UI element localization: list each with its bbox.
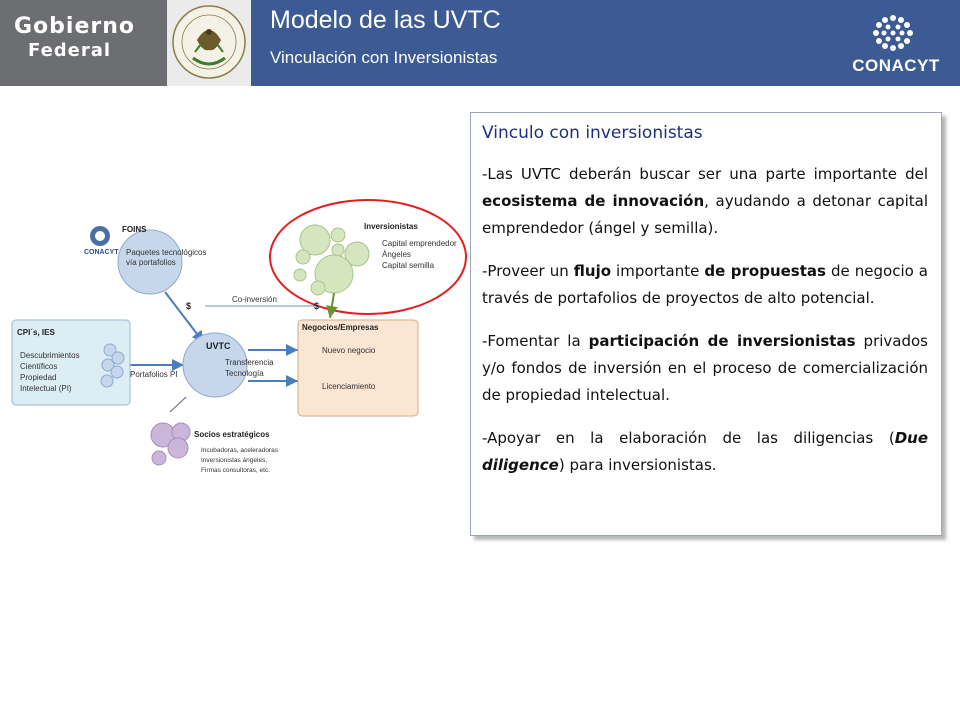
business-item-licensing: Licenciamiento [322, 382, 376, 391]
dollar-label-1: $ [186, 301, 191, 311]
uvtc-line1: Transferencia [225, 358, 274, 367]
foins-title: FOINS [122, 225, 147, 234]
business-title: Negocios/Empresas [302, 323, 379, 332]
conacyt-logo-icon [873, 15, 913, 51]
coinversion-label: Co-inversión [232, 295, 277, 304]
investors-to-business-arrow [325, 292, 338, 319]
uvtc-line2: Tecnología [225, 369, 264, 378]
partners-line3: Firmas consultoras, etc. [201, 467, 270, 474]
cpi-line4: Intelectual (PI) [20, 384, 72, 393]
cpi-title: CPI´s, IES [17, 328, 55, 337]
gobierno-federal-logo: Gobierno Federal [0, 0, 167, 86]
uvtc-model-diagram: CONACYT FOINS Paquetes tecnológicos vía … [11, 199, 467, 474]
cpi-bubbles [100, 343, 125, 388]
partners-line1: Incubadoras, aceleradoras [201, 447, 279, 454]
uvtc-title: UVTC [206, 341, 231, 351]
conacyt-small-label: CONACYT [84, 249, 119, 256]
header-bar: Gobierno Federal Modelo de las UVTC Vinc… [0, 0, 960, 86]
investors-line2: Ángeles [382, 250, 411, 259]
cpi-line3: Propiedad [20, 373, 56, 382]
foins-line1: Paquetes tecnológicos [126, 248, 207, 257]
page-title: Modelo de las UVTC [270, 6, 501, 34]
investors-title: Inversionistas [364, 222, 418, 231]
partners-title: Socios estratégicos [194, 430, 270, 439]
paragraph-flow: -Proveer un flujo importante de propuest… [482, 262, 928, 307]
partners-line2: Inversionistas ángeles, [201, 457, 267, 464]
investor-text-box: Vinculo con inversionistas -Las UVTC deb… [470, 112, 942, 536]
business-box [297, 319, 419, 417]
dollar-label-2: $ [314, 301, 319, 311]
conacyt-label: CONACYT [852, 56, 940, 75]
cpi-line1: Descubrimientos [20, 351, 80, 360]
investor-bubbles [293, 224, 370, 296]
paragraph-participation: -Fomentar la participación de inversioni… [482, 332, 928, 404]
cpi-box [11, 319, 131, 406]
conacyt-small-icon [90, 226, 110, 246]
business-item-new: Nuevo negocio [322, 346, 376, 355]
foins-to-uvtc-arrow [164, 291, 205, 344]
textbox-title: Vinculo con inversionistas [482, 123, 703, 143]
federal-label: Federal [28, 40, 112, 61]
cpi-line2: Científicos [20, 362, 57, 371]
paragraph-ecosystem: -Las UVTC deberán buscar ser una parte i… [482, 165, 928, 237]
page-subtitle: Vinculación con Inversionistas [270, 48, 498, 67]
investors-line3: Capital semilla [382, 261, 435, 270]
gobierno-label: Gobierno [14, 14, 136, 39]
portfolios-label: Portafolios PI [130, 370, 178, 379]
foins-line2: vía portafolios [126, 258, 176, 267]
mexican-seal-logo [167, 0, 251, 86]
partner-bubbles [150, 422, 191, 466]
uvtc-to-partners-line [169, 396, 187, 413]
investors-line1: Capital emprendedor [382, 239, 457, 248]
investor-highlight-circle [269, 199, 467, 315]
paragraph-due-diligence: -Apoyar en la elaboración de las diligen… [482, 429, 928, 474]
uvtc-circle [182, 332, 248, 398]
foins-circle [117, 229, 183, 295]
